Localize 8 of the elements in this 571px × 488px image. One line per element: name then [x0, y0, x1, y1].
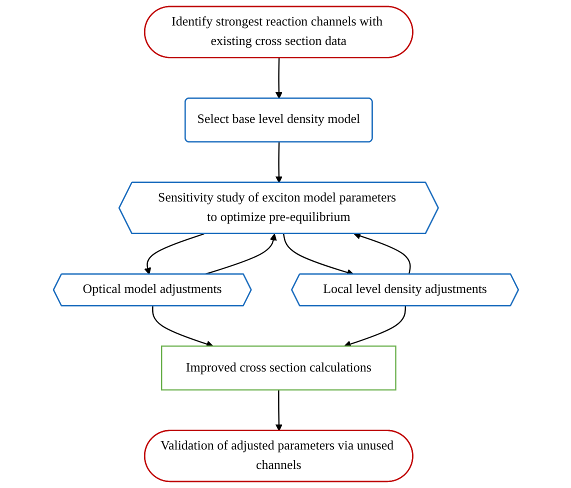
arrow — [344, 306, 406, 348]
arrow — [274, 58, 282, 99]
node-box: Improved cross section calculations — [160, 346, 396, 390]
arrow — [144, 233, 204, 275]
arrow — [274, 142, 282, 184]
arrow — [152, 306, 213, 348]
arrow — [274, 390, 282, 432]
arrow — [353, 232, 410, 274]
